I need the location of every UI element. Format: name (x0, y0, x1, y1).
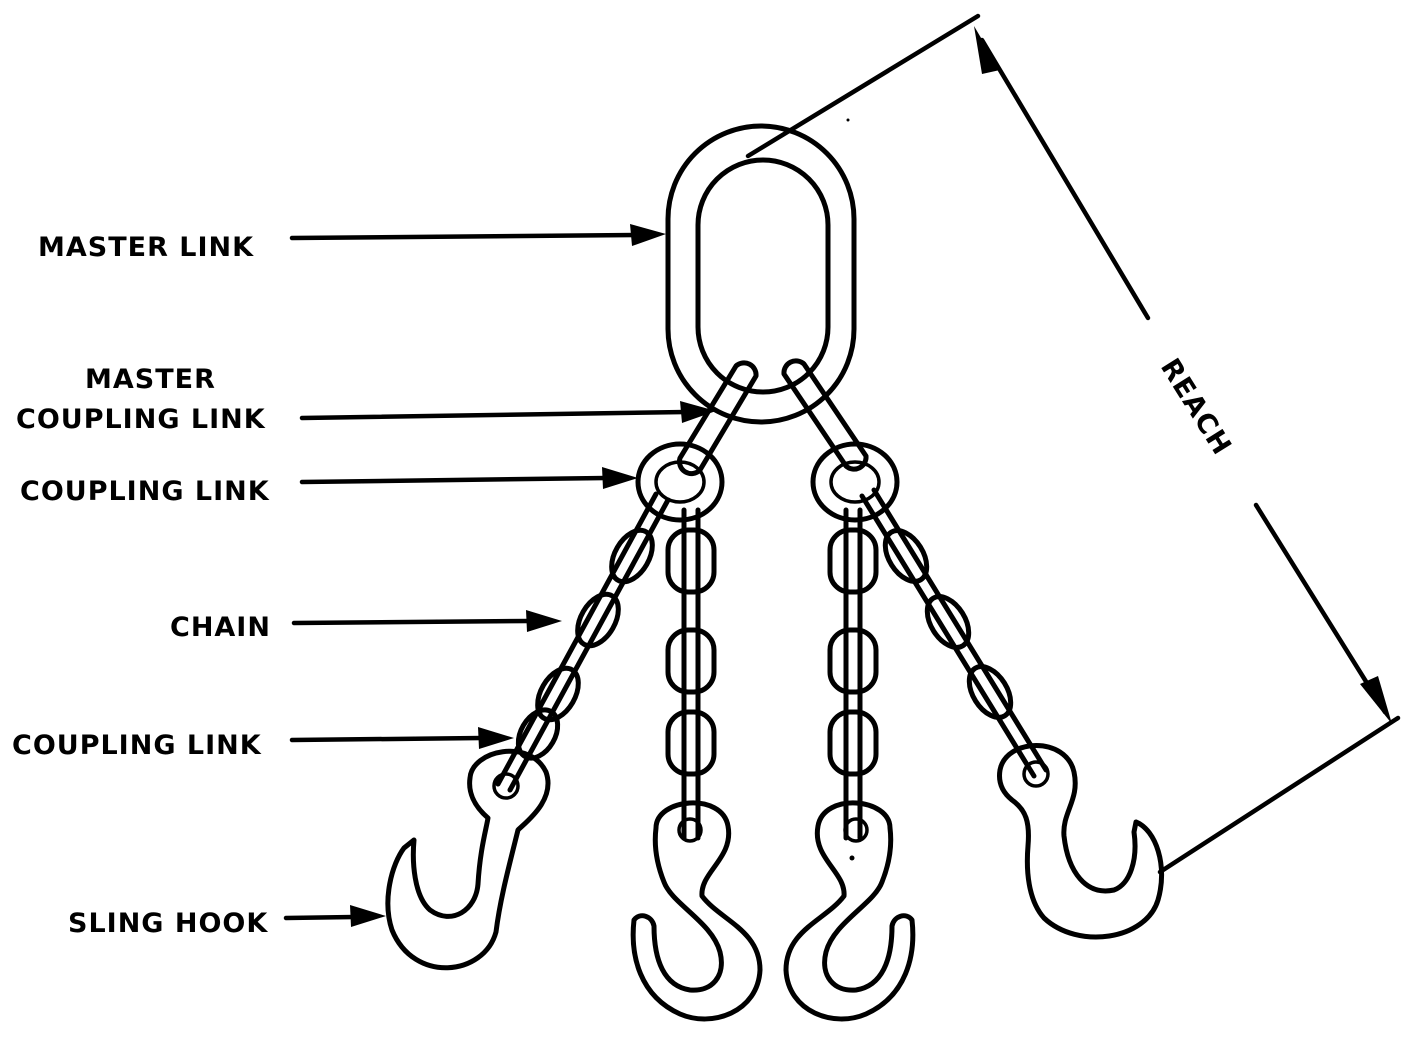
label-coupling-link-lower: COUPLING LINK (12, 730, 262, 761)
reach-arrowhead-bottom (1360, 676, 1392, 724)
label-master-coupling-link-line1: MASTER (85, 364, 216, 395)
label-coupling-link-upper: COUPLING LINK (20, 476, 270, 507)
scan-dot (846, 118, 850, 122)
chain-leg-outer-right (859, 487, 1049, 779)
label-chain: CHAIN (170, 612, 271, 643)
coupling-link-upper-left (635, 441, 725, 523)
chain-leg-inner-left (665, 507, 717, 841)
reach-dimension-line-lower (1253, 502, 1388, 715)
arrow-master-coupling-link (299, 401, 716, 423)
chain-leg-inner-right (827, 507, 879, 841)
label-sling-hook: SLING HOOK (68, 908, 268, 939)
master-coupling-link-right (781, 358, 869, 472)
sling-hook-center-left (630, 800, 763, 1022)
label-master-link: MASTER LINK (38, 232, 254, 263)
reach-extension-bottom (1157, 715, 1401, 875)
label-master-coupling-link-line2: COUPLING LINK (16, 404, 266, 435)
coupling-link-upper-right (810, 441, 900, 523)
arrow-coupling-link-lower (289, 727, 514, 749)
arrow-chain (291, 610, 562, 632)
leader-arrows (283, 224, 716, 927)
arrow-master-link (289, 224, 666, 246)
arrow-coupling-link-upper (299, 467, 638, 489)
reach-arrowhead-top (974, 26, 1000, 74)
label-reach: REACH (1154, 353, 1237, 461)
scan-dot (849, 855, 855, 861)
sling-hook-left (385, 748, 551, 971)
reach-dimension (745, 13, 1401, 875)
sling-hook-right (997, 743, 1164, 940)
master-link (665, 123, 857, 425)
chain-leg-outer-left (495, 491, 671, 793)
arrow-sling-hook (283, 905, 386, 927)
sling-hook-center-right (783, 800, 916, 1022)
reach-extension-top (745, 13, 981, 159)
reach-dimension-line-upper (979, 37, 1151, 321)
